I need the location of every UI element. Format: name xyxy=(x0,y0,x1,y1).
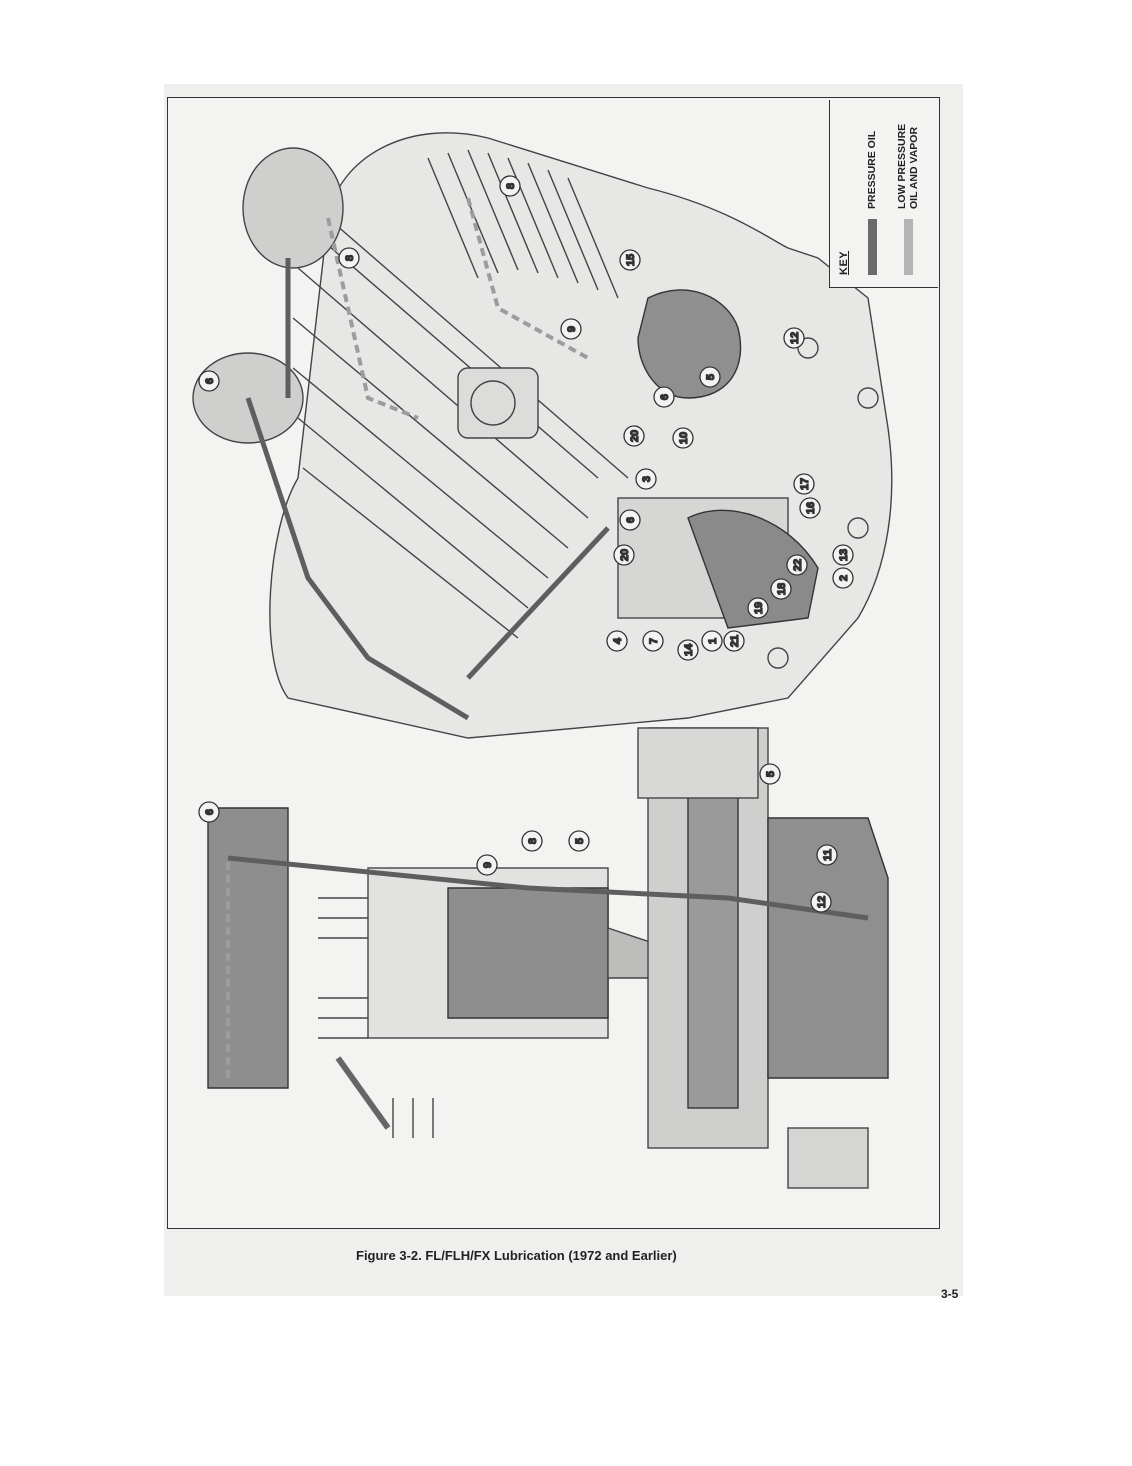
svg-text:2: 2 xyxy=(838,575,850,581)
svg-text:5: 5 xyxy=(574,838,586,844)
svg-text:12: 12 xyxy=(789,332,801,344)
rear-cylinder-fins xyxy=(427,149,619,299)
key-item-low-pressure-oil: LOW PRESSURE OIL AND VAPOR xyxy=(896,113,920,275)
svg-text:6: 6 xyxy=(204,378,216,384)
svg-text:19: 19 xyxy=(753,602,765,614)
callouts-upper: 8 8 6 15 9 12 5 6 20 10 3 6 17 16 13 2 2… xyxy=(198,175,854,661)
figure-frame: 8 8 6 15 9 12 5 6 20 10 3 6 17 16 13 2 2… xyxy=(167,97,940,1229)
svg-text:7: 7 xyxy=(648,638,660,644)
svg-text:13: 13 xyxy=(838,549,850,561)
svg-text:1: 1 xyxy=(707,638,719,644)
svg-text:11: 11 xyxy=(822,849,834,861)
svg-text:3: 3 xyxy=(641,476,653,482)
svg-text:16: 16 xyxy=(805,502,817,514)
svg-text:20: 20 xyxy=(619,549,631,561)
engine-side-view xyxy=(192,132,893,739)
svg-text:5: 5 xyxy=(705,374,717,380)
svg-text:17: 17 xyxy=(799,478,811,490)
svg-text:20: 20 xyxy=(629,430,641,442)
callouts-lower: 6 9 8 5 5 11 12 xyxy=(198,763,838,913)
svg-text:4: 4 xyxy=(612,637,624,644)
svg-text:6: 6 xyxy=(625,517,637,523)
svg-text:21: 21 xyxy=(729,635,741,647)
svg-text:5: 5 xyxy=(765,771,777,777)
svg-text:10: 10 xyxy=(678,432,690,444)
low-pressure-oil-swatch xyxy=(903,219,913,275)
engine-cross-section xyxy=(207,727,889,1189)
key-title: KEY xyxy=(838,250,850,275)
svg-text:12: 12 xyxy=(816,896,828,908)
svg-text:8: 8 xyxy=(527,838,539,844)
cross-section-fins xyxy=(318,897,434,1138)
svg-text:18: 18 xyxy=(776,583,788,595)
svg-text:9: 9 xyxy=(566,326,578,332)
svg-text:8: 8 xyxy=(344,255,356,261)
svg-text:22: 22 xyxy=(792,559,804,571)
page-number: 3-5 xyxy=(941,1287,959,1301)
svg-text:15: 15 xyxy=(625,254,637,266)
key-item-pressure-oil: PRESSURE OIL xyxy=(866,131,878,275)
svg-text:9: 9 xyxy=(482,862,494,868)
engine-lubrication-diagram: 8 8 6 15 9 12 5 6 20 10 3 6 17 16 13 2 2… xyxy=(192,132,893,1189)
svg-text:8: 8 xyxy=(505,183,517,189)
pressure-oil-swatch xyxy=(867,219,877,275)
svg-text:6: 6 xyxy=(204,809,216,815)
figure-caption: Figure 3-2. FL/FLH/FX Lubrication (1972 … xyxy=(356,1248,677,1263)
svg-text:6: 6 xyxy=(659,394,671,400)
svg-text:14: 14 xyxy=(683,643,695,656)
key-legend: KEY PRESSURE OIL LOW PRESSURE OIL AND VA… xyxy=(829,100,938,288)
